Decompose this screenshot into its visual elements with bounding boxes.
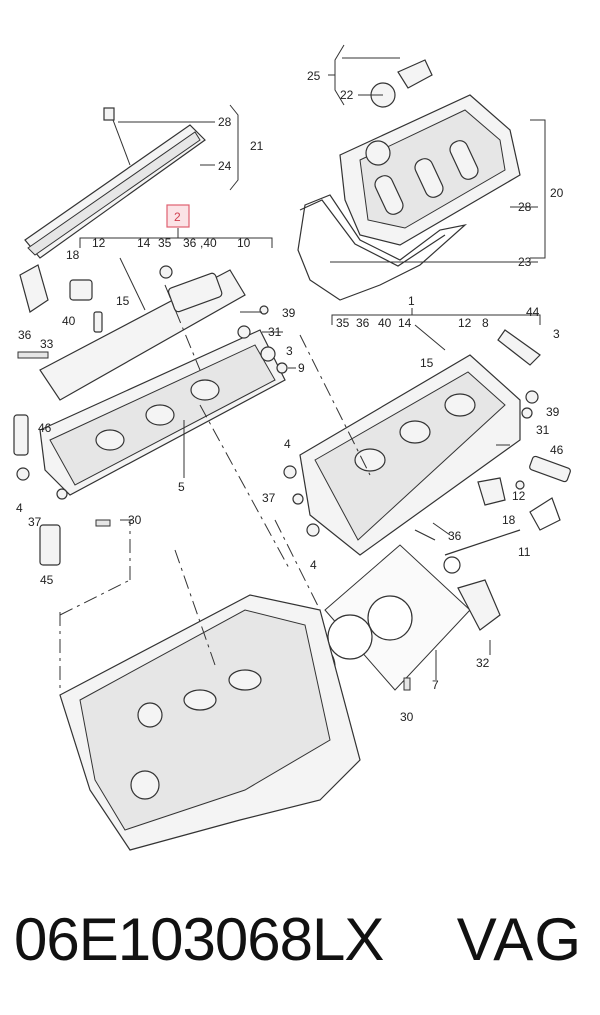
callout-46: 46 [38,421,52,435]
callout-36-lower: 36 [448,529,462,543]
callout-37: 37 [28,515,42,529]
callout-3: 3 [286,344,293,358]
leader-lines [79,44,546,680]
callout-14-right: 14 [398,316,412,330]
valve-cover-right [297,59,521,301]
callout-32: 32 [476,656,490,670]
callout-25: 25 [307,69,321,83]
dash-lines [59,284,371,690]
callout-10: 10 [237,236,251,250]
callout-12-right: 12 [458,316,472,330]
highlight-box-2 [166,204,190,228]
callout-39-right: 39 [546,405,560,419]
callout-3-right: 3 [553,327,560,341]
callout-45: 45 [40,573,54,587]
callout-4-mid: 4 [284,437,291,451]
callout-40-left: 40 [62,314,76,328]
callout-37-right: 37 [262,491,276,505]
callout-9: 9 [298,361,305,375]
callout-40-right: 40 [378,316,392,330]
callout-4: 4 [16,501,23,515]
engine-block [59,594,361,851]
callout-12-lower: 12 [512,489,526,503]
callout-18-right: 18 [502,513,516,527]
callout-30-lower: 30 [400,710,414,724]
exploded-parts-diagram: 2 25 22 28 21 24 20 28 23 12 14 35 36 ,4… [13,44,571,851]
callout-5: 5 [178,480,185,494]
callout-11: 11 [518,545,531,559]
callout-14: 14 [137,236,151,250]
callout-36-right: 36 [356,316,370,330]
callout-7: 7 [432,678,439,692]
callout-40: ,40 [200,236,217,250]
valve-cover-left [24,107,206,259]
callout-18: 18 [66,248,80,262]
callout-1: 1 [408,294,415,308]
callout-35-right: 35 [336,316,350,330]
callout-36: 36 [183,236,197,250]
callout-labels: 25 22 28 21 24 20 28 23 12 14 35 36 ,40 … [16,69,564,724]
callout-4-lower: 4 [310,558,317,572]
callout-23: 23 [518,255,532,269]
callout-15: 15 [116,294,130,308]
callout-33: 33 [40,337,54,351]
callout-44: 44 [526,305,540,319]
callout-35: 35 [158,236,172,250]
callout-8: 8 [482,316,489,330]
callout-2: 2 [174,210,181,224]
callout-39: 39 [282,306,296,320]
cylinder-head-left [13,257,288,566]
callout-31: 31 [268,325,282,339]
part-number: 06E103068LX [14,906,384,973]
callout-31-right: 31 [536,423,550,437]
footer: 06E103068LX VAG [0,890,600,1000]
callout-15-right: 15 [420,356,434,370]
callout-24: 24 [218,159,232,173]
callout-22: 22 [340,88,354,102]
callout-21: 21 [250,139,264,153]
callout-12: 12 [92,236,106,250]
cylinder-head-right [283,324,571,556]
callout-28: 28 [218,115,232,129]
callout-28-right: 28 [518,200,532,214]
callout-46-right: 46 [550,443,564,457]
callout-30: 30 [128,513,142,527]
brand-label: VAG [456,906,582,973]
callout-20: 20 [550,186,564,200]
callout-36-left: 36 [18,328,32,342]
